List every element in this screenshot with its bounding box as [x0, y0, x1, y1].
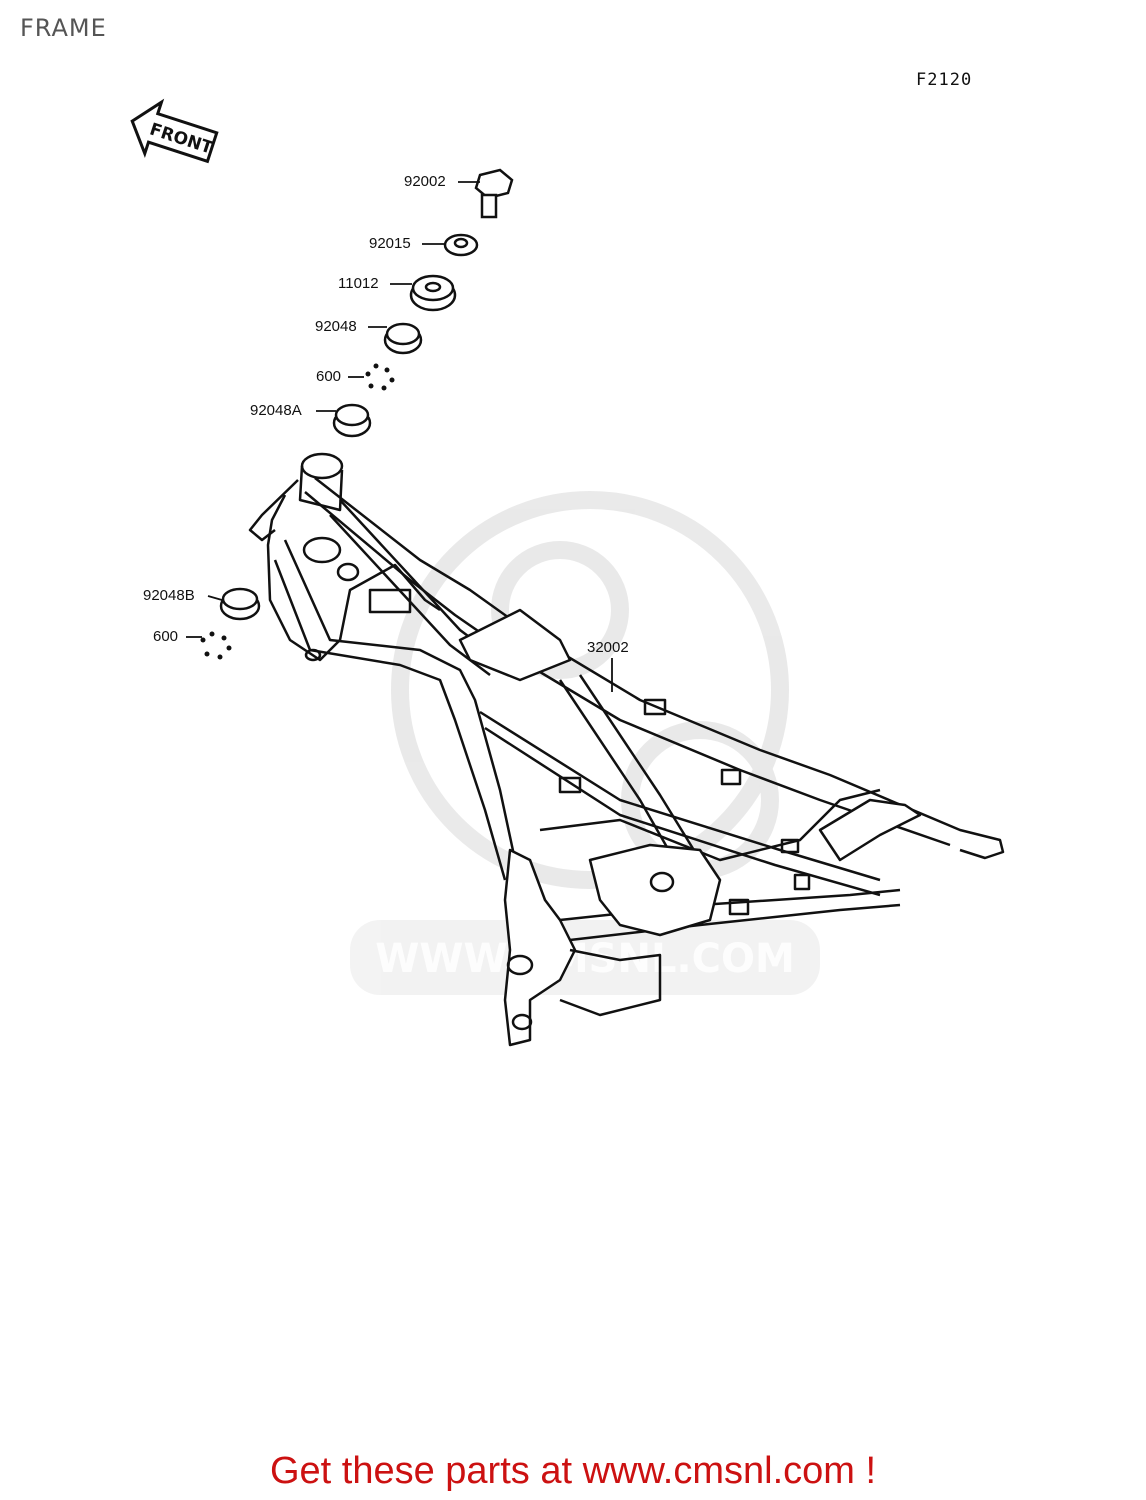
page-title: FRAME — [20, 14, 107, 42]
part-label-92015[interactable]: 92015 — [369, 235, 411, 252]
footer-link[interactable]: Get these parts at www.cmsnl.com ! — [0, 1450, 1146, 1493]
part-label-600-lower[interactable]: 600 — [153, 628, 179, 645]
footer-link-text[interactable]: Get these parts at www.cmsnl.com ! — [269, 1450, 877, 1492]
part-label-11012[interactable]: 11012 — [338, 275, 379, 292]
frame-32002 — [248, 452, 1005, 1047]
front-arrow-icon: FRONT — [130, 98, 219, 164]
part-label-32002[interactable]: 32002 — [587, 639, 629, 656]
washer-11012 — [409, 274, 457, 312]
watermark-text: WWW.CMSNL.COM — [375, 936, 795, 982]
race-92048 — [383, 322, 423, 355]
race-92048a — [332, 403, 372, 438]
nut-92015 — [443, 233, 479, 257]
leader-lines — [186, 181, 613, 692]
part-label-92048b[interactable]: 92048B — [143, 587, 195, 604]
part-label-600-upper[interactable]: 600 — [316, 368, 342, 385]
part-label-92048a[interactable]: 92048A — [250, 402, 302, 419]
balls-600-lower — [200, 631, 232, 660]
bolt-92002 — [474, 168, 514, 219]
balls-600-upper — [365, 363, 395, 391]
part-label-92048[interactable]: 92048 — [315, 318, 357, 335]
part-label-92002[interactable]: 92002 — [404, 173, 446, 190]
diagram-code: F2120 — [916, 70, 973, 90]
race-92048b — [219, 587, 261, 621]
